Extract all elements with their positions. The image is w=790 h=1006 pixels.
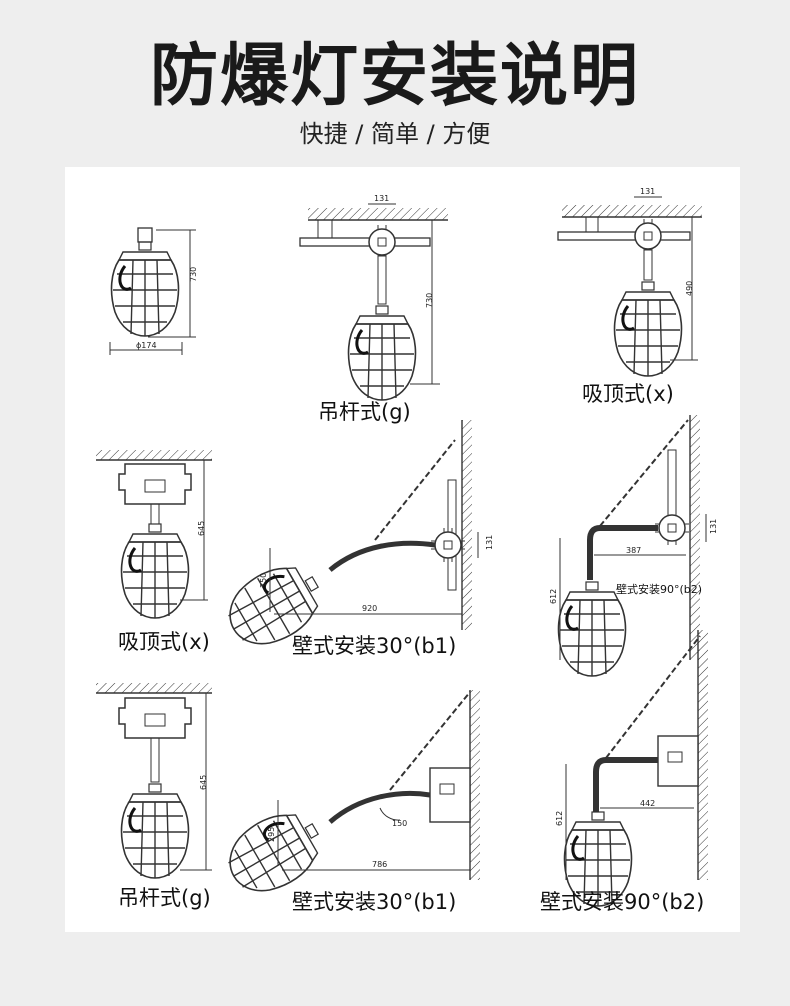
svg-text:131: 131 (709, 519, 718, 534)
diagram-ceiling-mount: 131 490 (557, 187, 702, 378)
dim-174: ϕ174 (136, 341, 157, 350)
diagram-wall-90-a: 387 131 612 (549, 415, 718, 678)
svg-text:131: 131 (374, 194, 389, 203)
diagram-wall-30-b: 150 295 786 (215, 690, 480, 907)
svg-text:645: 645 (199, 775, 208, 790)
svg-text:920: 920 (362, 604, 377, 613)
dim-312: 730 (189, 267, 198, 282)
label-suspended-rod: 吊杆式(g) (318, 400, 411, 424)
svg-text:350: 350 (259, 573, 268, 588)
svg-text:645: 645 (197, 521, 206, 536)
svg-text:131: 131 (640, 187, 655, 196)
diagram-suspended-box: 645 (96, 683, 212, 880)
svg-text:612: 612 (555, 811, 564, 826)
diagram-ceiling-box: 645 (96, 450, 212, 620)
svg-text:131: 131 (485, 535, 494, 550)
svg-text:612: 612 (549, 589, 558, 604)
svg-text:442: 442 (640, 799, 655, 808)
diagram-wall-30-a: 131 350 920 (215, 420, 494, 660)
svg-text:150: 150 (392, 819, 407, 828)
label-wall-90-b: 壁式安装90°(b2) (540, 890, 705, 914)
svg-text:295: 295 (267, 827, 276, 842)
label-suspended-box: 吊杆式(g) (118, 886, 211, 910)
diagram-suspended-rod: 131 730 (299, 194, 448, 402)
svg-text:786: 786 (372, 860, 387, 869)
label-ceiling-mount: 吸顶式(x) (582, 382, 674, 406)
svg-text:387: 387 (626, 546, 641, 555)
diagram-wall-90-b: 442 612 (555, 630, 708, 908)
svg-text:490: 490 (685, 281, 694, 296)
svg-text:730: 730 (425, 293, 434, 308)
note-wall-90: 壁式安装90°(b2) (616, 583, 703, 596)
diagram-pendant-lamp: 730 ϕ174 (109, 227, 198, 355)
page-title: 防爆灯安装说明 (149, 37, 640, 116)
label-wall-30-a: 壁式安装30°(b1) (292, 634, 457, 658)
page-subtitle: 快捷 / 简单 / 方便 (299, 120, 491, 148)
label-wall-30-b: 壁式安装30°(b1) (292, 890, 457, 914)
label-ceiling-box: 吸顶式(x) (118, 630, 210, 654)
